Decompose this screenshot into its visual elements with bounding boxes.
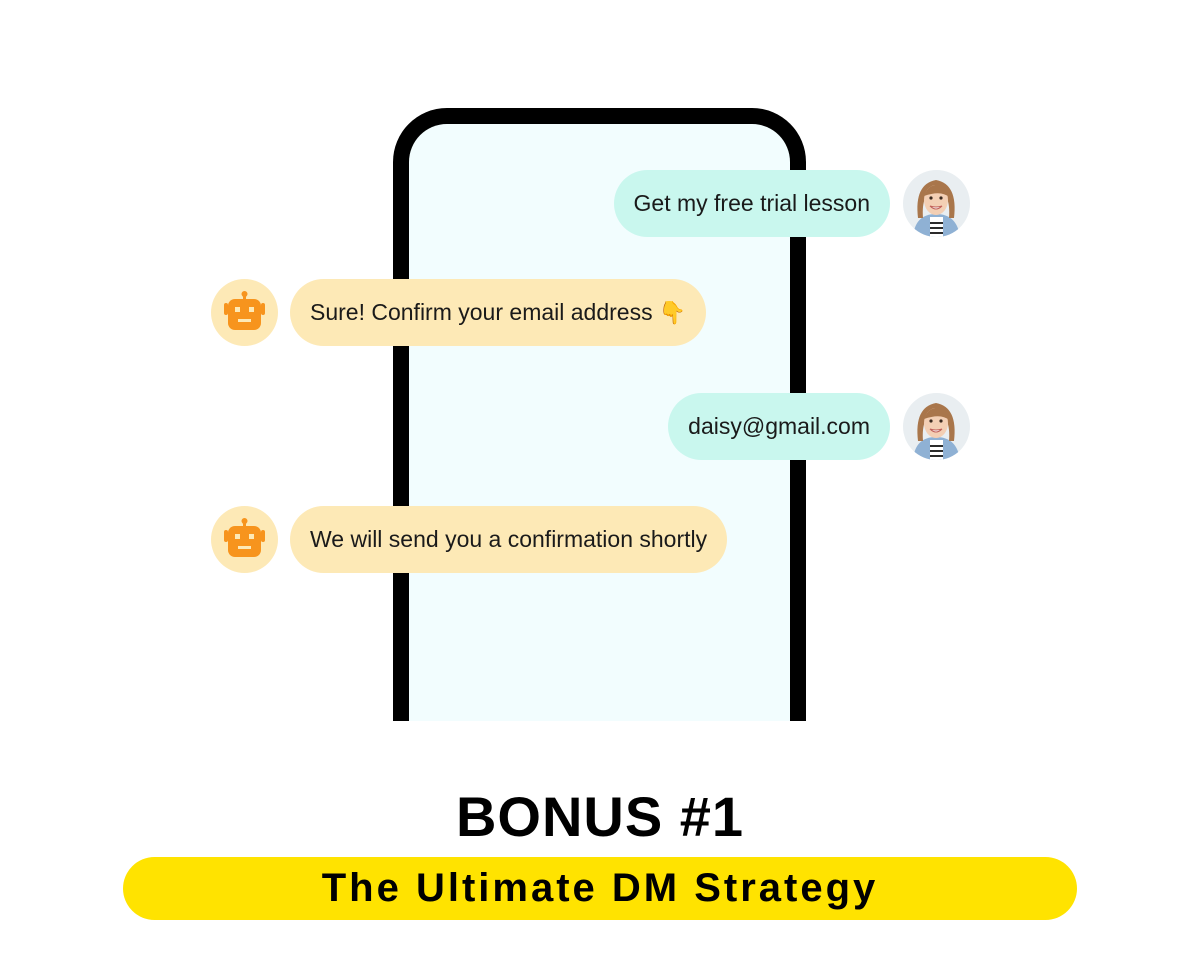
message-text: Sure! Confirm your email address: [310, 299, 653, 325]
user-avatar: [903, 393, 970, 460]
subtitle-text: The Ultimate DM Strategy: [321, 866, 879, 910]
bot-avatar: [211, 279, 278, 346]
user-avatar-icon: [903, 170, 970, 237]
chat-bubble-user-1: Get my free trial lesson: [613, 170, 890, 237]
message-text: daisy@gmail.com: [688, 413, 870, 439]
robot-icon: [224, 291, 265, 330]
message-text: Get my free trial lesson: [633, 190, 870, 216]
message-text: We will send you a confirmation shortly: [310, 526, 708, 552]
phone-crop-mask: [380, 721, 820, 761]
bot-avatar: [211, 506, 278, 573]
bonus-title: BONUS #1: [455, 785, 745, 848]
user-avatar: [903, 170, 970, 237]
user-avatar-icon: [903, 393, 970, 460]
chat-bubble-bot-2: We will send you a confirmation shortly: [290, 506, 728, 573]
subtitle-banner: The Ultimate DM Strategy: [123, 857, 1077, 920]
pointing-down-emoji: 👇: [658, 299, 686, 325]
chat-bubble-bot-1: Sure! Confirm your email address 👇: [290, 279, 706, 346]
robot-icon: [224, 518, 265, 557]
chat-bubble-user-2: daisy@gmail.com: [668, 393, 890, 460]
